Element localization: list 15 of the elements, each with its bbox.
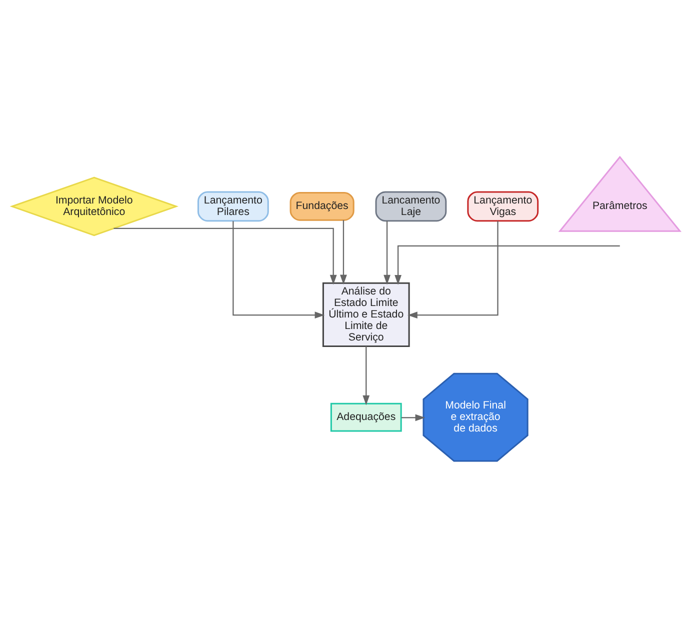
arrow <box>362 346 370 406</box>
arrow <box>384 221 390 285</box>
node-box: Lançamento Pilares <box>197 191 269 222</box>
arrow <box>340 220 347 285</box>
arrow <box>408 221 498 319</box>
arrow <box>114 228 337 285</box>
arrow <box>394 245 620 285</box>
node-box: Lancamento Laje <box>375 191 447 222</box>
node-box: Adequações <box>330 402 402 432</box>
arrow <box>232 221 325 319</box>
node-box: Análise do Estado Limite Último e Estado Limite de Serviço <box>322 282 410 347</box>
node-box: Lançamento Vigas <box>467 191 539 222</box>
node-diamond: Importar Modelo Arquitetônico <box>10 176 178 236</box>
arrow <box>401 414 426 422</box>
node-box: Fundações <box>290 192 354 221</box>
